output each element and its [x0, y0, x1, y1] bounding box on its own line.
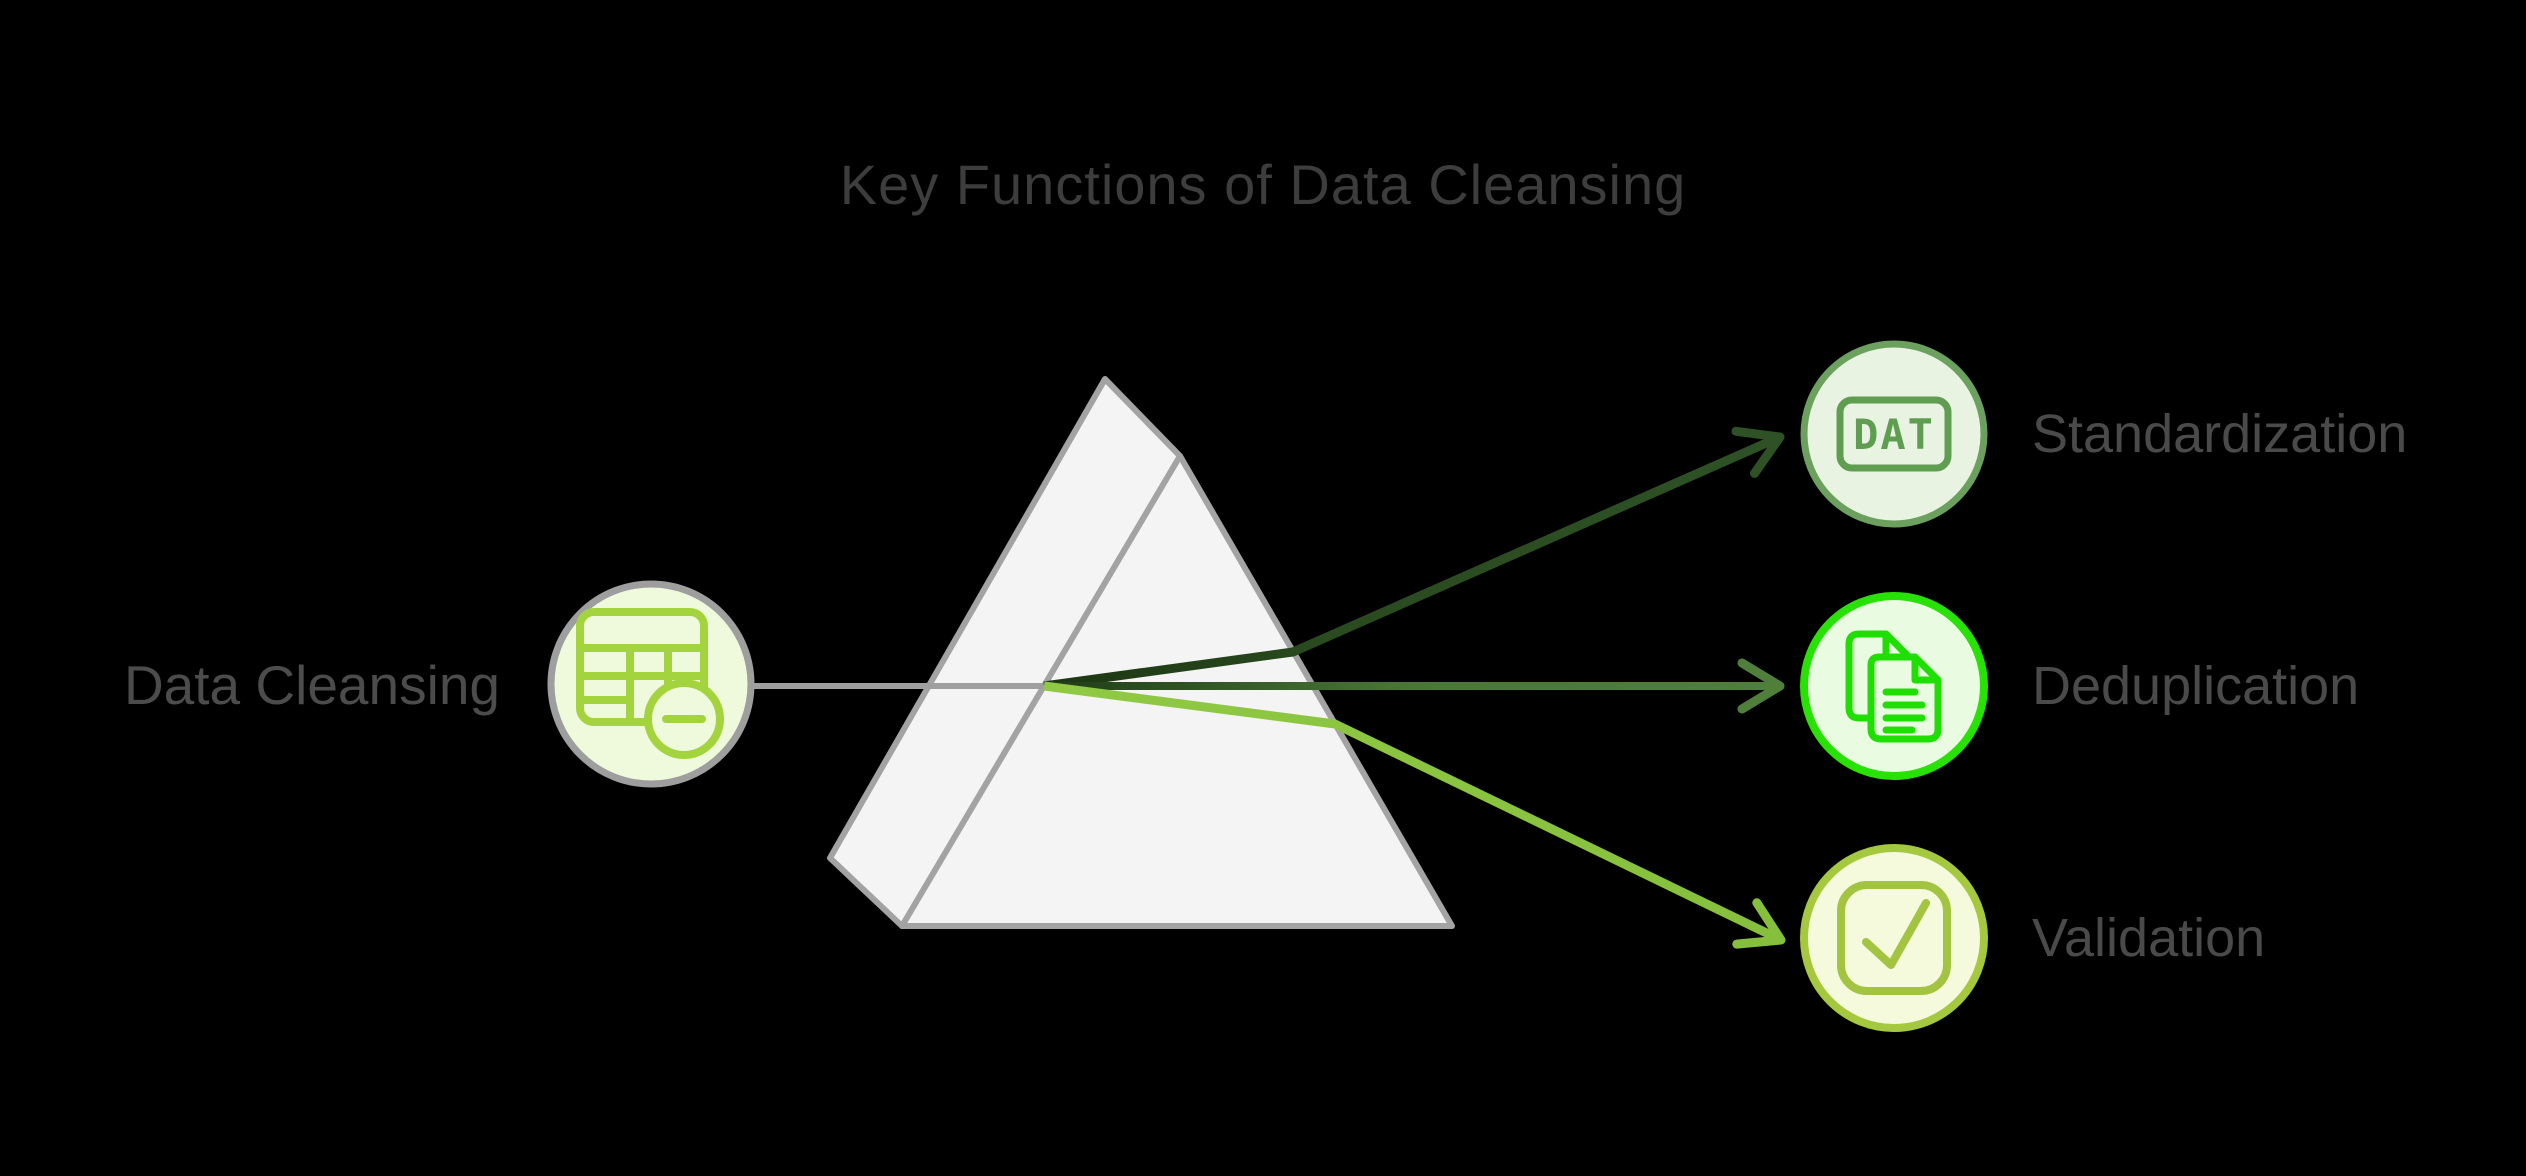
validation-label: Validation	[2032, 908, 2266, 968]
validation-node	[1800, 844, 1988, 1032]
validation-node-circle	[1800, 844, 1988, 1032]
standardization-node: DAT	[1800, 340, 1988, 528]
prism-back-edge	[899, 453, 1183, 929]
checkbox-icon	[1837, 881, 1951, 995]
dat-file-icon	[1836, 396, 1952, 472]
standardization-label: Standardization	[2032, 404, 2408, 464]
checkmark-icon	[1862, 899, 1930, 969]
standardization-node-circle	[1800, 340, 1988, 528]
input-node-label: Data Cleansing	[123, 654, 500, 716]
deduplication-node	[1800, 592, 1988, 780]
prism	[827, 376, 1455, 929]
dat-icon-text: DAT	[1853, 410, 1935, 459]
ray-validation	[1043, 681, 1786, 949]
input-node	[547, 580, 755, 788]
ray-standardization	[1043, 426, 1785, 691]
prism-body	[827, 376, 1455, 929]
duplicate-documents-icon	[1845, 630, 1942, 743]
deduplication-label: Deduplication	[2032, 656, 2360, 716]
page-title: Key Functions of Data Cleansing	[839, 153, 1687, 216]
